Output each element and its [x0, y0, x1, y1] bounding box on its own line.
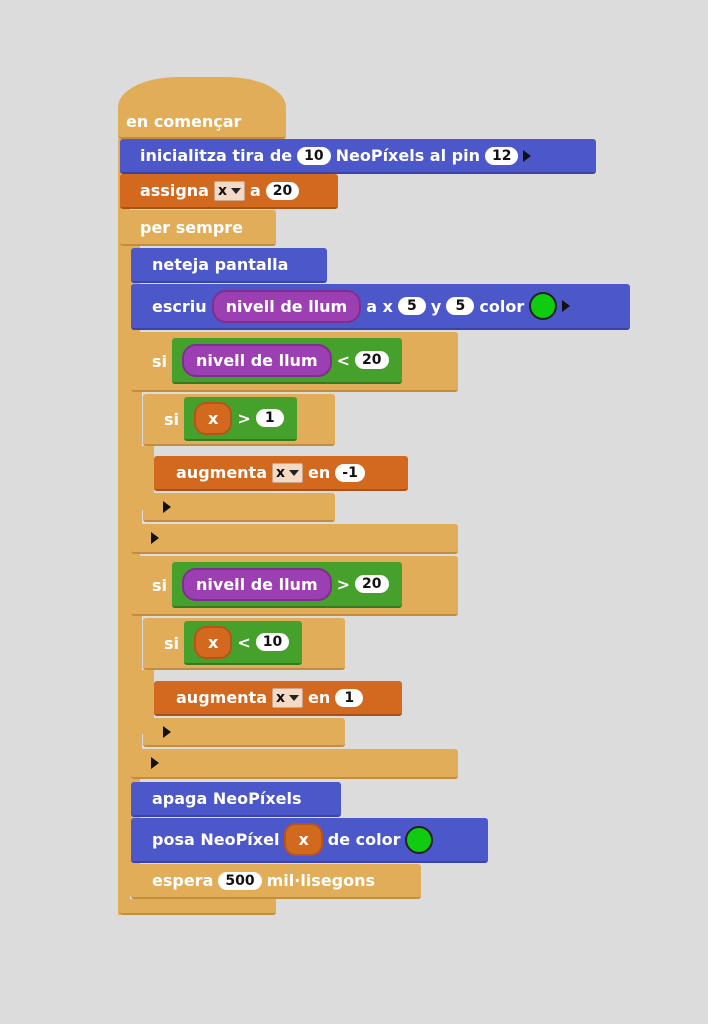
write-label-color: color: [479, 296, 525, 316]
var-x-pill[interactable]: x: [194, 401, 233, 435]
if2-inner-value-input[interactable]: 10: [255, 633, 290, 651]
change-var-dropdown[interactable]: x: [272, 462, 304, 483]
if1-inner-label: si: [164, 409, 180, 429]
forever-block[interactable]: per sempre: [120, 210, 276, 246]
if2-footer: [131, 749, 458, 779]
expand-arrow-icon[interactable]: [523, 149, 532, 162]
change-var-dropdown[interactable]: x: [272, 687, 304, 708]
if2-block[interactable]: si nivell de llum > 20: [131, 556, 458, 616]
change-label-a: augmenta: [176, 463, 267, 482]
if2-condition[interactable]: nivell de llum > 20: [172, 562, 402, 608]
write-x-input[interactable]: 5: [397, 297, 426, 315]
light-level-sensor[interactable]: nivell de llum: [211, 289, 362, 323]
write-y-input[interactable]: 5: [446, 297, 475, 315]
change-value-input[interactable]: -1: [335, 463, 365, 482]
change-label-a: augmenta: [176, 688, 267, 707]
start-hat-label: en començar: [126, 112, 242, 131]
var-x-pill[interactable]: x: [194, 625, 233, 659]
start-hat-rail: [118, 139, 130, 915]
assign-label-b: a: [250, 181, 261, 200]
if1-inner-footer: [143, 493, 335, 522]
if1-label: si: [152, 351, 168, 371]
pixel-count-input[interactable]: 10: [297, 146, 331, 165]
pin-input[interactable]: 12: [484, 146, 519, 165]
light-level-sensor[interactable]: nivell de llum: [182, 567, 332, 601]
init-strip-label-b: NeoPíxels al pin: [335, 146, 480, 165]
light-level-sensor[interactable]: nivell de llum: [182, 343, 332, 377]
start-hat-block[interactable]: [118, 77, 286, 139]
assign-label-a: assigna: [140, 181, 209, 200]
if1-inner-value-input[interactable]: 1: [255, 409, 284, 427]
forever-label: per sempre: [140, 217, 244, 237]
write-label-x: a x: [366, 296, 393, 316]
if2-inner-operator: <: [237, 632, 251, 652]
wait-label-a: espera: [152, 871, 214, 890]
change-label-b: en: [308, 688, 331, 707]
if2-inner-footer: [143, 718, 345, 747]
add-branch-arrow-icon[interactable]: [163, 500, 171, 513]
wait-value-input[interactable]: 500: [218, 871, 262, 890]
chevron-down-icon: [231, 187, 241, 194]
change-var-block[interactable]: augmenta x en 1: [154, 681, 402, 716]
if2-value-input[interactable]: 20: [355, 575, 389, 593]
wait-block[interactable]: espera 500 mil·lisegons: [131, 864, 421, 899]
if1-inner-block[interactable]: si x > 1: [143, 394, 335, 446]
if1-value-input[interactable]: 20: [355, 351, 389, 369]
assign-block[interactable]: assigna x a 20: [120, 174, 338, 209]
write-block[interactable]: escriu nivell de llum a x 5 y 5 color: [131, 284, 630, 330]
assign-value-input[interactable]: 20: [265, 181, 300, 200]
set-pixel-label-a: posa NeoPíxel: [152, 830, 280, 849]
init-strip-label-a: inicialitza tira de: [140, 146, 293, 165]
if1-inner-condition[interactable]: x > 1: [184, 397, 297, 441]
var-x-pill[interactable]: x: [284, 823, 323, 856]
if2-operator: >: [336, 574, 351, 594]
set-pixel-block[interactable]: posa NeoPíxel x de color: [131, 818, 488, 863]
clear-screen-block[interactable]: neteja pantalla: [131, 248, 327, 283]
if2-inner-block[interactable]: si x < 10: [143, 618, 345, 670]
if2-label: si: [152, 575, 168, 595]
add-branch-arrow-icon[interactable]: [163, 725, 171, 738]
if1-block[interactable]: si nivell de llum < 20: [131, 332, 458, 392]
if2-inner-condition[interactable]: x < 10: [184, 621, 303, 665]
change-label-b: en: [308, 463, 331, 482]
if2-rail: [130, 616, 142, 758]
if2-inner-label: si: [164, 633, 180, 653]
if1-operator: <: [336, 350, 351, 370]
write-color-swatch[interactable]: [529, 292, 558, 320]
expand-arrow-icon[interactable]: [562, 300, 571, 312]
neopixels-off-label: apaga NeoPíxels: [152, 789, 302, 808]
write-label-y: y: [430, 296, 442, 316]
if1-footer: [131, 524, 458, 554]
write-label: escriu: [152, 296, 207, 316]
chevron-down-icon: [289, 694, 300, 701]
change-value-input[interactable]: 1: [335, 688, 364, 707]
clear-screen-label: neteja pantalla: [152, 255, 289, 274]
add-branch-arrow-icon[interactable]: [151, 757, 159, 769]
init-strip-block[interactable]: inicialitza tira de 10 NeoPíxels al pin …: [120, 139, 596, 174]
neopixels-off-block[interactable]: apaga NeoPíxels: [131, 782, 341, 817]
chevron-down-icon: [289, 469, 300, 476]
set-pixel-label-b: de color: [327, 830, 401, 849]
if1-condition[interactable]: nivell de llum < 20: [172, 338, 402, 384]
forever-footer: [120, 899, 276, 915]
add-branch-arrow-icon[interactable]: [151, 532, 159, 544]
wait-label-b: mil·lisegons: [266, 871, 376, 890]
change-var-block[interactable]: augmenta x en -1: [154, 456, 408, 491]
assign-var-dropdown[interactable]: x: [213, 180, 245, 201]
set-pixel-color-swatch[interactable]: [405, 825, 434, 854]
if1-inner-operator: >: [237, 408, 251, 428]
if1-rail: [130, 392, 142, 534]
